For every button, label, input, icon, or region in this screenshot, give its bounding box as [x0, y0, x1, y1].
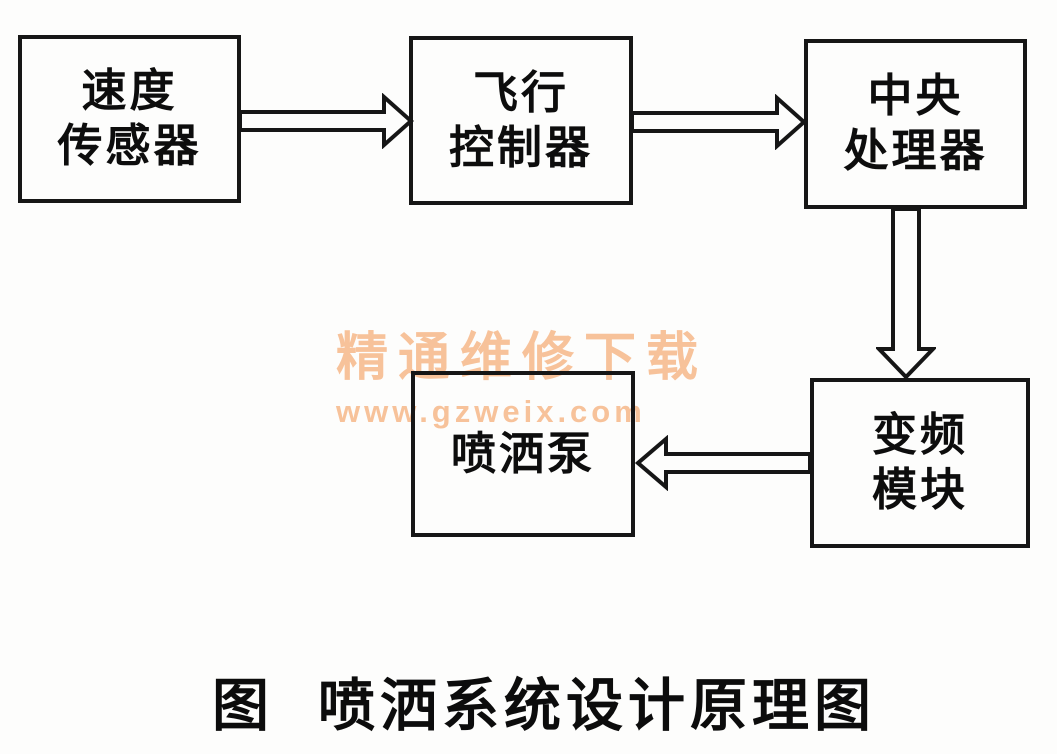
box-spray-pump: 喷洒泵 — [411, 371, 635, 537]
box-flight-controller-line2: 控制器 — [448, 121, 593, 173]
box-flight-controller: 飞行 控制器 — [409, 36, 633, 205]
watermark-url-text: www.gzweix.com — [336, 394, 646, 429]
arrow-left-icon — [634, 435, 810, 491]
box-central-processor-line1: 中央 — [867, 70, 964, 122]
box-inverter-module: 变频 模块 — [810, 378, 1030, 548]
arrow-right-icon — [632, 94, 807, 150]
box-speed-sensor: 速度 传感器 — [18, 35, 241, 203]
box-central-processor: 中央 处理器 — [804, 39, 1027, 209]
arrow-down-icon — [876, 209, 936, 379]
watermark-chinese-text: 精通维修下载 — [336, 329, 709, 387]
watermark: 精通维修下载 www.gzweix.com — [336, 332, 708, 427]
box-inverter-module-line2: 模块 — [871, 464, 968, 515]
figure-caption-prefix: 图 — [212, 674, 274, 738]
box-flight-controller-line1: 飞行 — [472, 66, 569, 118]
figure-caption-title: 喷洒系统设计原理图 — [318, 674, 876, 738]
figure-caption: 图 喷洒系统设计原理图 — [212, 660, 876, 742]
arrow-right-icon — [240, 93, 414, 149]
box-spray-pump-line1: 喷洒泵 — [450, 427, 595, 479]
box-speed-sensor-line2: 传感器 — [57, 120, 202, 171]
box-central-processor-line2: 处理器 — [843, 125, 988, 176]
box-speed-sensor-line1: 速度 — [81, 65, 178, 117]
box-inverter-module-line1: 变频 — [871, 409, 968, 461]
